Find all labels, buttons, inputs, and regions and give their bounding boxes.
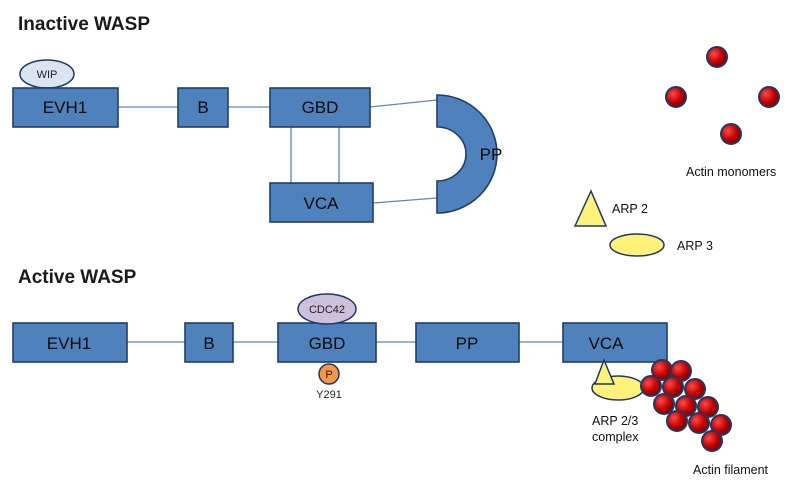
inactive-pp-label: PP [480, 145, 503, 164]
actin-monomer [665, 86, 687, 108]
actin-filament-label: Actin filament [693, 463, 769, 477]
arp2-label: ARP 2 [612, 202, 648, 216]
inactive-gbd-label: GBD [302, 98, 339, 117]
inactive-evh1-box [12, 87, 119, 128]
inactive-b-label: B [197, 98, 208, 117]
actin-monomer [706, 46, 728, 68]
active-evh1-label: EVH1 [47, 334, 91, 353]
actin-subunit [701, 430, 723, 452]
active-vca-box [562, 322, 668, 363]
connector-vca-pp [372, 197, 438, 204]
active-b-label: B [203, 334, 214, 353]
inactive-gbd-box [269, 87, 371, 128]
active-title: Active WASP [18, 267, 137, 288]
connector-gbd-pp [369, 99, 438, 108]
phospho-circle [318, 363, 340, 385]
active-gbd-label: GBD [309, 334, 346, 353]
actin-monomer [758, 86, 780, 108]
actin-filament [640, 359, 732, 452]
wip-label: WIP [37, 69, 58, 81]
actin-monomer [720, 123, 742, 145]
actin-subunit [684, 378, 706, 400]
active-evh1-box [12, 322, 128, 363]
inactive-title: Inactive WASP [18, 14, 150, 35]
arp3-label: ARP 3 [677, 239, 713, 253]
arp3-ellipse [609, 233, 665, 257]
actin-subunit [666, 410, 688, 432]
active-pp-label: PP [456, 334, 479, 353]
inactive-vca-box [269, 182, 374, 223]
inactive-pp-arc [436, 94, 498, 214]
actin-subunit [662, 376, 684, 398]
inactive-vca-label: VCA [304, 194, 340, 213]
arp23-label-line2: complex [592, 430, 639, 444]
active-vca-label: VCA [589, 334, 625, 353]
arp23-triangle [593, 357, 616, 385]
cdc42-label: CDC42 [309, 304, 345, 316]
y291-label: Y291 [316, 389, 342, 401]
active-b-box [184, 322, 234, 363]
actin-monomers-label: Actin monomers [686, 165, 776, 179]
inactive-b-box [177, 87, 229, 128]
cdc42-ellipse [297, 293, 357, 325]
active-gbd-box [277, 322, 377, 363]
actin-subunit [688, 412, 710, 434]
actin-subunit [640, 375, 662, 397]
active-pp-box [415, 322, 520, 363]
arp23-label-line1: ARP 2/3 [592, 414, 638, 428]
phospho-label: P [325, 369, 332, 381]
arp2-triangle [573, 189, 608, 227]
actin-subunit [653, 393, 675, 415]
inactive-evh1-label: EVH1 [43, 98, 87, 117]
